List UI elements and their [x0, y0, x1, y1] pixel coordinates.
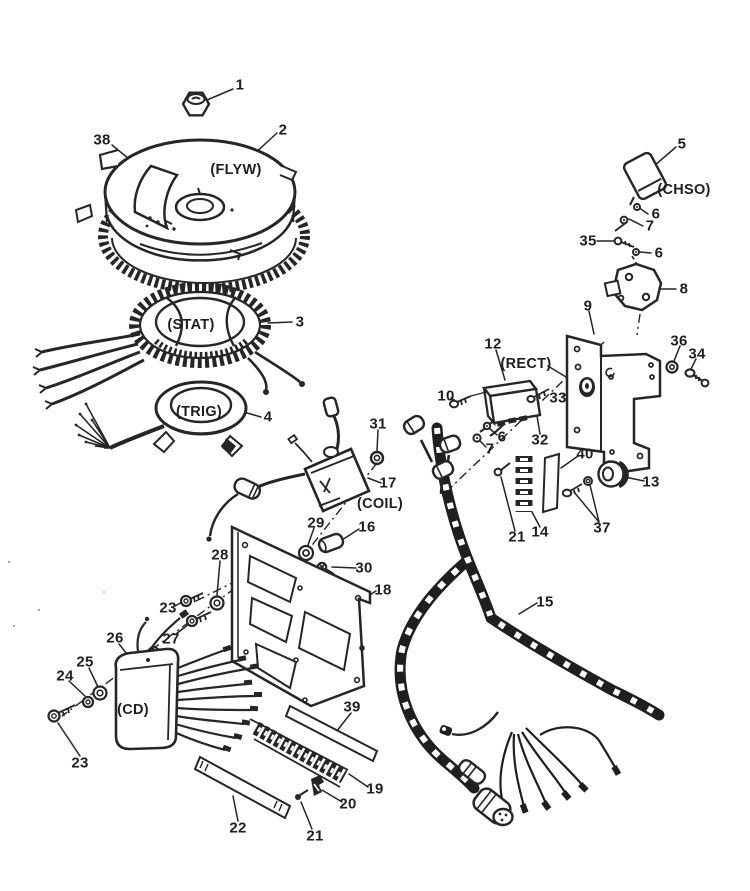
callout-34: 34	[688, 345, 706, 363]
code-flyw: (FLYW)	[210, 162, 262, 178]
flywheel-nut	[181, 91, 211, 117]
callout-37: 37	[593, 519, 611, 537]
callout-6-a: 6	[651, 205, 661, 223]
callout-28: 28	[211, 546, 229, 564]
callout-14: 14	[531, 523, 549, 541]
callout-5: 5	[677, 135, 687, 153]
callout-30: 30	[355, 559, 373, 577]
callout-39: 39	[343, 698, 361, 716]
callout-leader-lines	[57, 88, 697, 830]
callout-4: 4	[263, 408, 273, 426]
trigger	[74, 380, 248, 458]
bracket-plate	[565, 334, 662, 474]
stator	[32, 282, 305, 410]
callout-21-b: 21	[306, 827, 324, 845]
callout-6-c: 6	[497, 428, 507, 446]
callout-7-a: 7	[645, 217, 655, 235]
callout-16: 16	[358, 518, 376, 536]
callout-8: 8	[679, 280, 689, 298]
callout-29: 29	[307, 514, 325, 532]
callout-33: 33	[549, 389, 567, 407]
mount-bracket	[603, 262, 663, 312]
callout-2: 2	[278, 121, 288, 139]
code-stat: (STAT)	[167, 317, 215, 333]
nut-and-bolt	[665, 360, 710, 388]
screw-washer-37	[561, 476, 593, 498]
callout-24: 24	[56, 667, 74, 685]
code-coil: (COIL)	[356, 496, 404, 512]
callout-26: 26	[106, 629, 124, 647]
cd-module	[47, 609, 262, 753]
terminal-block	[493, 456, 533, 512]
bottom-strips	[193, 704, 379, 820]
callout-27: 27	[162, 630, 180, 648]
flywheel	[74, 138, 310, 294]
callout-7-c: 7	[485, 440, 495, 458]
mounting-plate	[179, 525, 372, 708]
callout-12: 12	[484, 335, 502, 353]
scan-speckles	[8, 561, 105, 627]
rectifier	[449, 379, 550, 443]
callout-23-a: 23	[159, 599, 177, 617]
callout-13: 13	[642, 473, 660, 491]
wiring-harness	[400, 414, 659, 827]
callout-35: 35	[579, 232, 597, 250]
code-trig: (TRIG)	[175, 404, 223, 420]
callout-32: 32	[531, 431, 549, 449]
retainer-knob	[597, 460, 629, 489]
callout-31: 31	[369, 415, 387, 433]
callout-18: 18	[374, 581, 392, 599]
code-chso: (CHSO)	[657, 182, 711, 198]
callout-22: 22	[229, 819, 247, 837]
callout-17: 17	[379, 474, 397, 492]
callout-25: 25	[76, 653, 94, 671]
insulator-strip-40	[541, 452, 561, 514]
code-rect: (RECT)	[500, 356, 552, 372]
callout-10: 10	[437, 387, 455, 405]
callout-40: 40	[576, 445, 594, 463]
callout-23-b: 23	[71, 754, 89, 772]
choke-solenoid	[613, 151, 668, 267]
callout-3: 3	[295, 313, 305, 331]
ignition-coil	[206, 396, 385, 542]
callout-20: 20	[339, 795, 357, 813]
callout-15: 15	[536, 593, 554, 611]
callout-1: 1	[235, 76, 245, 94]
callout-36: 36	[670, 332, 688, 350]
callout-9: 9	[583, 297, 593, 315]
callout-21-a: 21	[508, 528, 526, 546]
callout-38: 38	[93, 131, 111, 149]
callout-6-b: 6	[654, 244, 664, 262]
callout-19: 19	[366, 780, 384, 798]
code-cd: (CD)	[117, 702, 149, 718]
